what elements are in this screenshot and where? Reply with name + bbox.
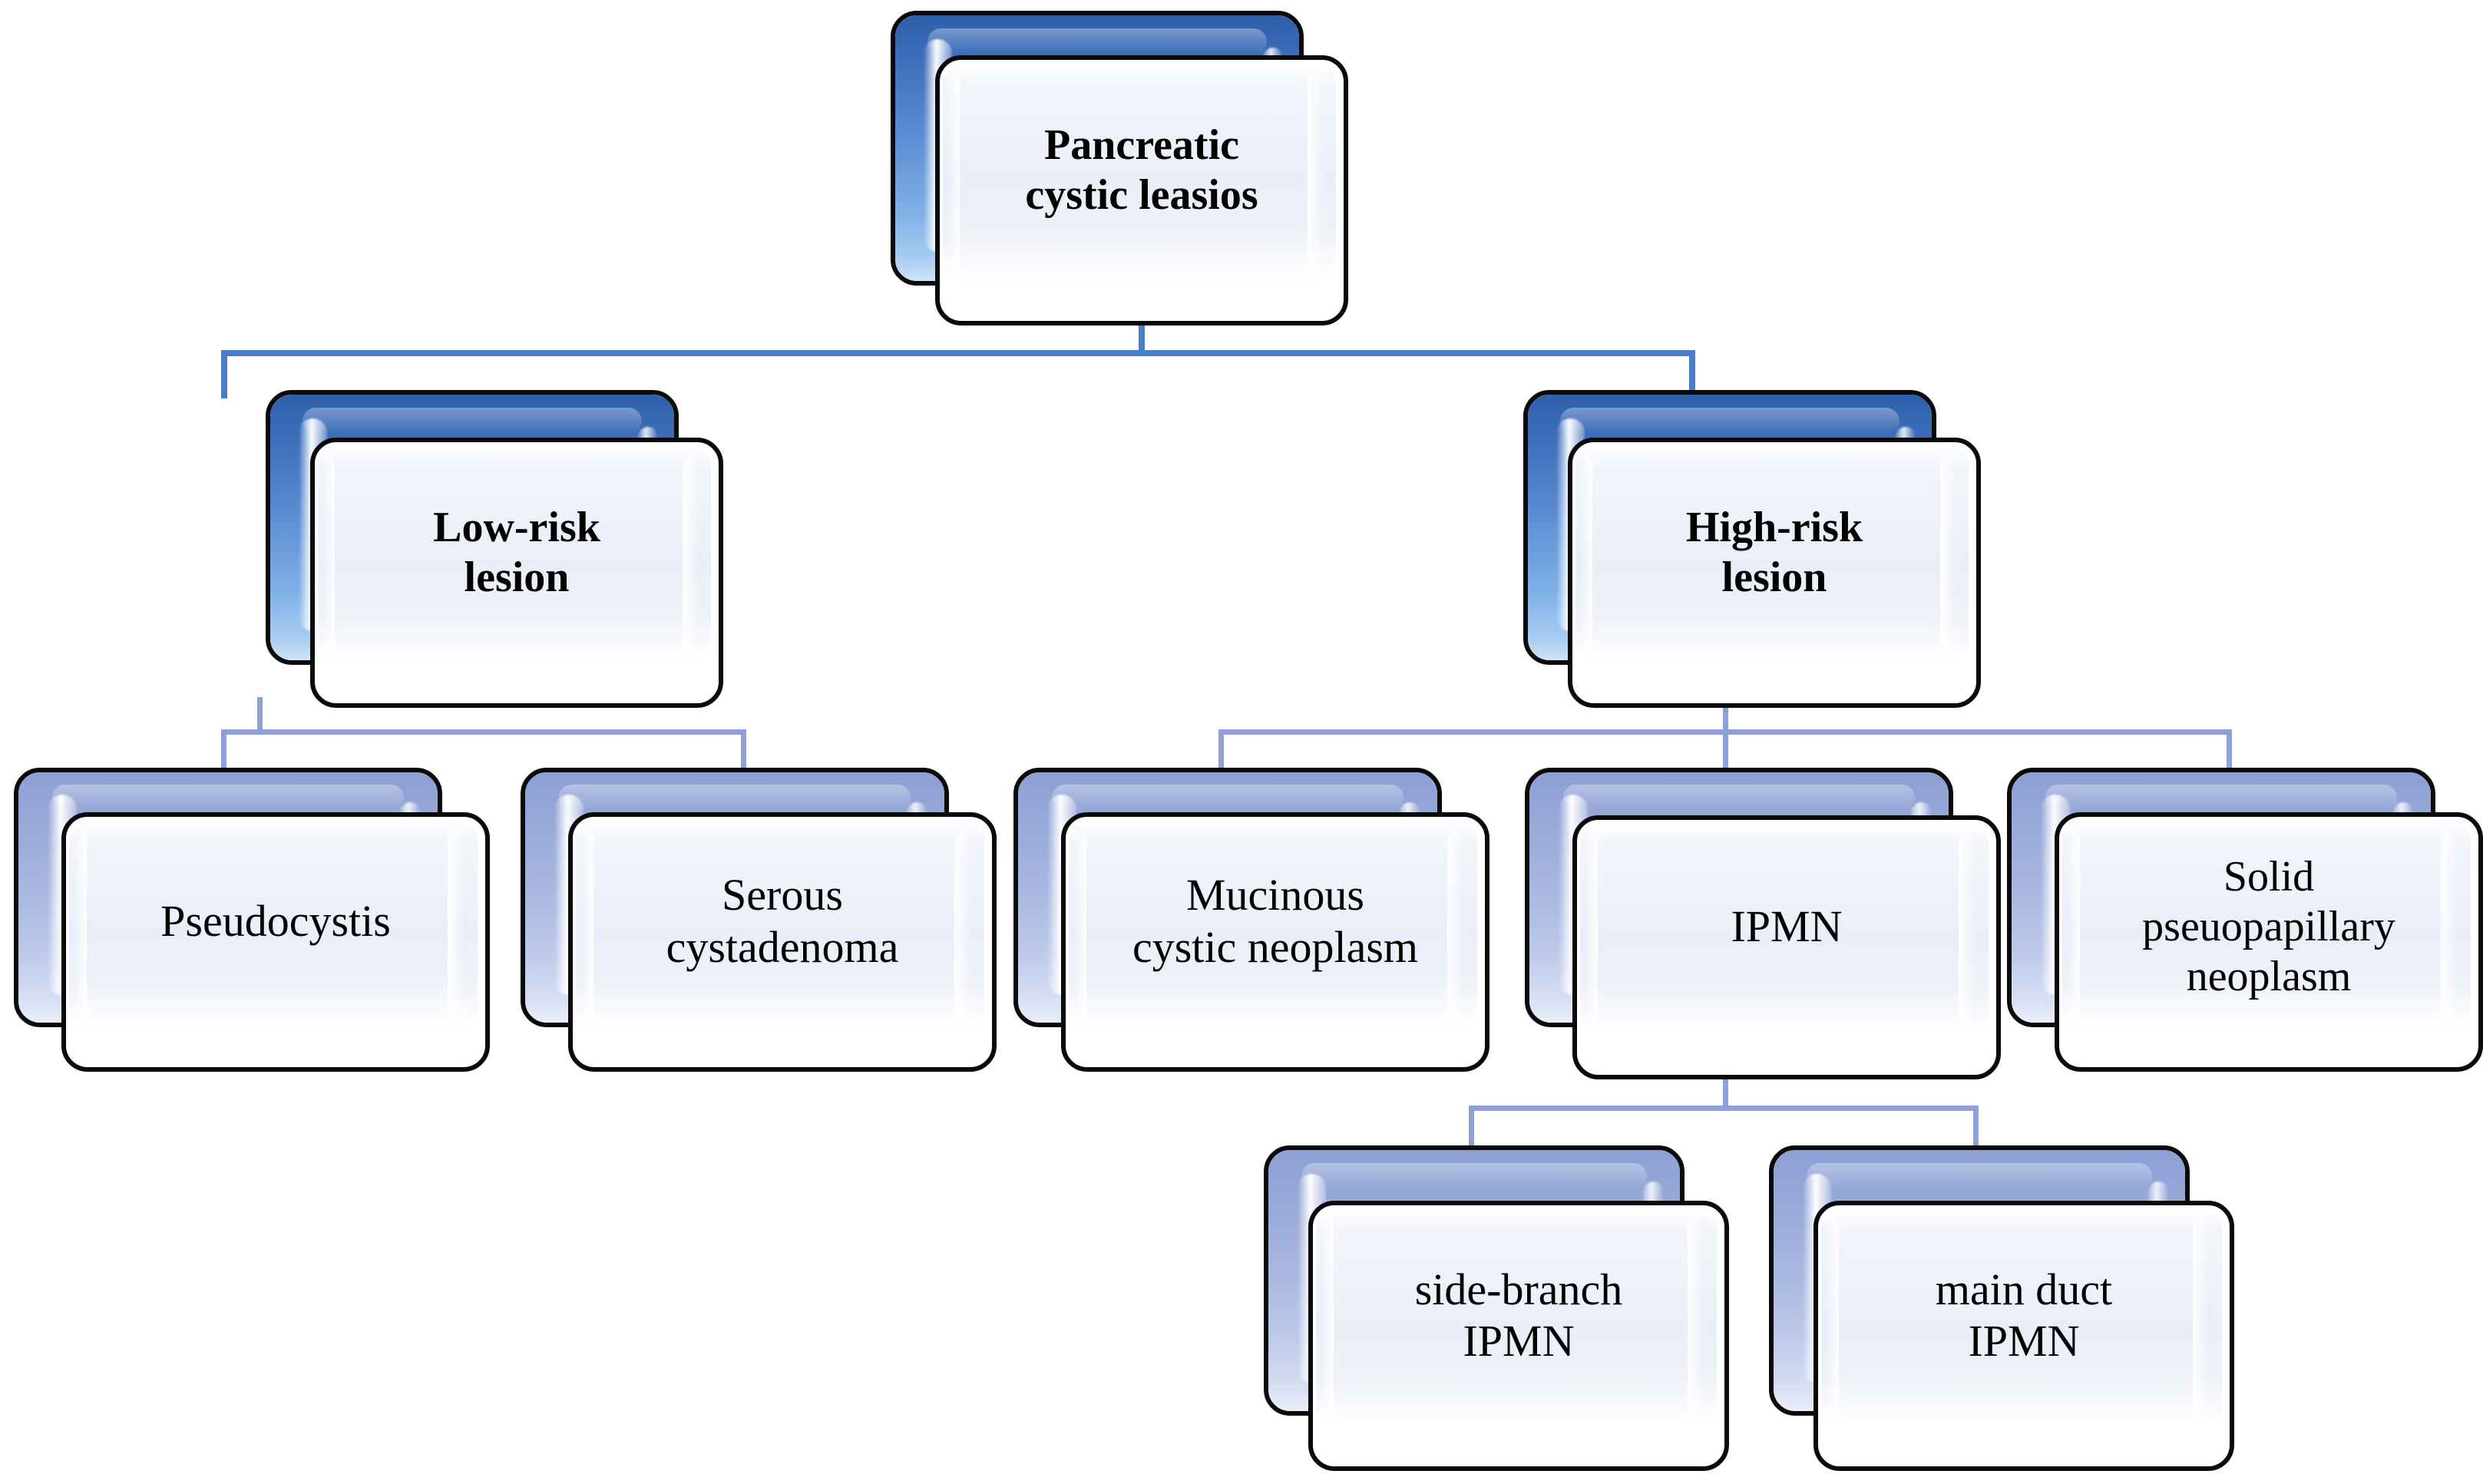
node-high-risk-inner-fill (1575, 445, 1969, 662)
node-ipmn-front-plate[interactable]: IPMN (1572, 815, 2001, 1079)
node-root-inner-gloss-right (1307, 75, 1324, 279)
node-pseudocystis-inner-gloss-left (74, 831, 88, 1037)
connector-lowrisk-to-serous (741, 729, 746, 772)
node-pseudocystis-inner-gloss-right (447, 831, 465, 1027)
node-low-risk-gloss-top (303, 408, 642, 435)
node-high-risk-label: High-risk lesion (1685, 503, 1863, 601)
node-serous-cystadenoma-gloss-top (558, 785, 911, 810)
node-low-risk-inner-gloss-right (682, 458, 699, 662)
node-side-branch-gloss-top (1301, 1163, 1648, 1189)
node-serous-cystadenoma[interactable]: Serous cystadenoma (521, 768, 1012, 1075)
node-low-risk-label: Low-risk lesion (433, 503, 600, 601)
node-ipmn[interactable]: IPMN (1525, 768, 2016, 1084)
connector-ipmn-stem (1723, 1072, 1728, 1110)
node-solid-inner-fill (2062, 820, 2471, 1027)
node-ipmn-inner-gloss-right (1958, 835, 1975, 1034)
node-pseudocystis-inner-fill (69, 820, 478, 1027)
node-pseudocystis-front-plate[interactable]: Pseudocystis (61, 812, 490, 1072)
node-main-duct-inner-gloss-right (2192, 1221, 2210, 1425)
node-serous-cystadenoma-front-plate[interactable]: Serous cystadenoma (568, 812, 997, 1072)
connector-ipmn-to-sidebranch (1469, 1106, 1474, 1150)
connector-ipmn-to-mainduct (1973, 1106, 1979, 1150)
connector-root-to-highrisk (1689, 350, 1695, 398)
connector-root-stem (1139, 322, 1145, 355)
node-high-risk-front-plate[interactable]: High-risk lesion (1568, 438, 1981, 708)
node-high-risk-inner-gloss-left (1580, 458, 1593, 673)
node-root-inner-gloss-left (947, 75, 960, 290)
node-serous-cystadenoma-inner-gloss-left (580, 831, 594, 1037)
node-ipmn-gloss-top (1562, 785, 1916, 810)
node-serous-cystadenoma-inner-gloss-right (954, 831, 971, 1027)
node-low-risk-inner-fill (318, 445, 711, 662)
node-pseudocystis[interactable]: Pseudocystis (14, 768, 505, 1075)
node-mucinous-cystic-neoplasm-label: Mucinous cystic neoplasm (1132, 870, 1419, 972)
node-root-inner-fill (943, 63, 1336, 279)
node-solid-pseuopapillary-neoplasm-label: Solid pseuopapillary neoplasm (2142, 853, 2395, 1001)
node-side-branch-inner-gloss-left (1321, 1221, 1334, 1436)
node-root-label: Pancreatic cystic leasios (1025, 121, 1258, 219)
node-side-branch-ipmn-label: side-branch IPMN (1414, 1264, 1623, 1367)
connector-highrisk-to-mucinous (1218, 729, 1224, 772)
node-solid-gloss-top (2045, 785, 2398, 810)
node-high-risk-gloss-top (1560, 408, 1899, 435)
node-root-front-plate[interactable]: Pancreatic cystic leasios (935, 55, 1348, 326)
node-high-risk-inner-gloss-right (1939, 458, 1956, 662)
connector-lowrisk-to-pseudocystis (221, 729, 226, 772)
node-side-branch-ipmn[interactable]: side-branch IPMN (1264, 1145, 1755, 1471)
node-root[interactable]: Pancreatic cystic leasios (891, 11, 1351, 326)
node-main-duct-ipmn[interactable]: main duct IPMN (1769, 1145, 2260, 1471)
node-pseudocystis-label: Pseudocystis (160, 896, 391, 947)
node-side-branch-ipmn-front-plate[interactable]: side-branch IPMN (1308, 1201, 1729, 1471)
node-high-risk[interactable]: High-risk lesion (1523, 390, 1984, 711)
node-ipmn-label: IPMN (1731, 901, 1843, 952)
node-mucinous-cystic-neoplasm-front-plate[interactable]: Mucinous cystic neoplasm (1061, 812, 1489, 1072)
node-side-branch-inner-fill (1316, 1208, 1717, 1425)
connector-lowrisk-bar (221, 729, 746, 735)
node-mucinous-inner-fill (1069, 820, 1477, 1027)
connector-highrisk-stem (1723, 697, 1728, 734)
node-serous-cystadenoma-label: Serous cystadenoma (666, 870, 899, 972)
node-solid-inner-gloss-right (2440, 831, 2458, 1027)
node-low-risk-inner-gloss-left (322, 458, 336, 673)
node-main-duct-inner-gloss-left (1826, 1221, 1839, 1436)
connector-ipmn-bar (1469, 1106, 1979, 1111)
connector-lowrisk-stem (257, 697, 263, 734)
node-mucinous-inner-gloss-right (1446, 831, 1464, 1027)
connector-highrisk-to-ipmn (1723, 729, 1728, 772)
node-solid-pseuopapillary-front-plate[interactable]: Solid pseuopapillary neoplasm (2055, 812, 2483, 1072)
node-mucinous-gloss-top (1051, 785, 1404, 810)
node-ipmn-inner-gloss-left (1585, 835, 1599, 1045)
node-mucinous-cystic-neoplasm[interactable]: Mucinous cystic neoplasm (1013, 768, 1505, 1075)
node-root-gloss-top (927, 28, 1267, 55)
node-main-duct-ipmn-label: main duct IPMN (1935, 1264, 2113, 1367)
node-main-duct-gloss-top (1806, 1163, 2153, 1189)
node-main-duct-inner-fill (1821, 1208, 2222, 1425)
node-serous-cystadenoma-inner-fill (576, 820, 984, 1027)
node-mucinous-inner-gloss-left (1073, 831, 1087, 1037)
connector-highrisk-to-solid (2227, 729, 2232, 772)
node-low-risk-front-plate[interactable]: Low-risk lesion (310, 438, 723, 708)
connector-root-bar (221, 350, 1695, 356)
node-low-risk[interactable]: Low-risk lesion (266, 390, 726, 711)
connector-root-to-lowrisk (221, 350, 227, 398)
node-solid-inner-gloss-left (2067, 831, 2081, 1037)
node-side-branch-inner-gloss-right (1687, 1221, 1704, 1425)
node-solid-pseuopapillary-neoplasm[interactable]: Solid pseuopapillary neoplasm (2007, 768, 2483, 1075)
node-main-duct-ipmn-front-plate[interactable]: main duct IPMN (1813, 1201, 2234, 1471)
node-pseudocystis-gloss-top (51, 785, 405, 810)
node-ipmn-inner-fill (1580, 823, 1989, 1034)
